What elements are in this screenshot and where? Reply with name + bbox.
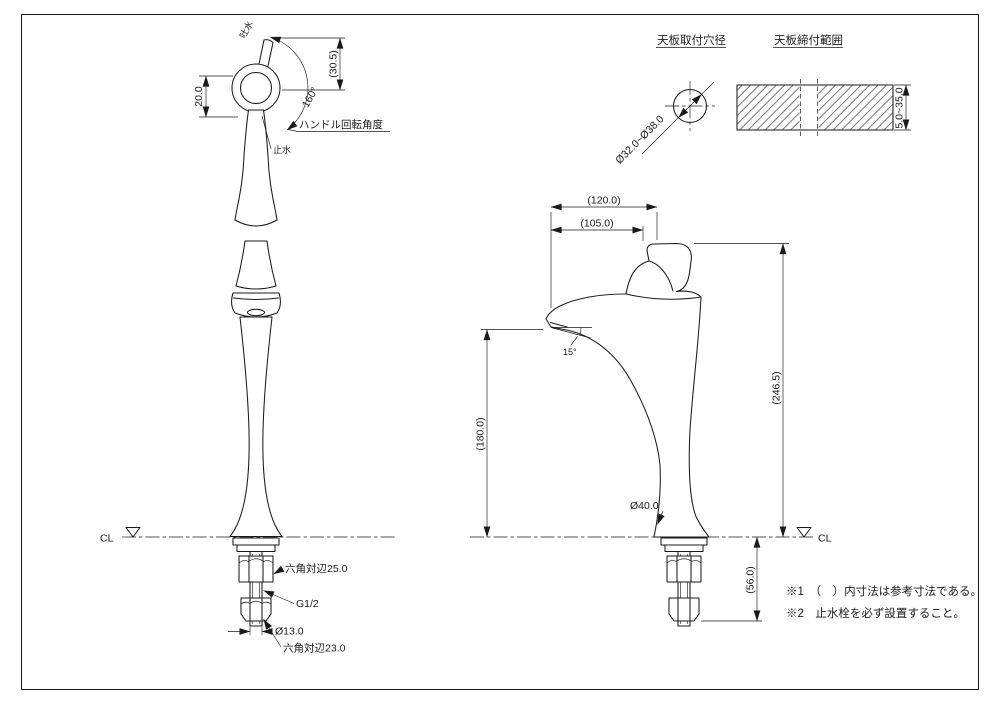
dim-thread-size: G1/2 <box>296 598 319 610</box>
mounting-hole-circle <box>672 88 708 124</box>
notes: ※1 （ ）内寸法は参考寸法である。 ※2 止水栓を必ず設置すること。 <box>786 584 982 620</box>
rotation-arc <box>269 36 309 131</box>
body-top-seam <box>625 293 702 300</box>
dim-thickness-range: 5.0~35.0 <box>894 87 906 128</box>
note-1: ※1 （ ）内寸法は参考寸法である。 <box>786 584 982 598</box>
dim-hole-diameter-range: Ø32.0~Ø38.0 <box>613 113 666 166</box>
mounting-shaft-side <box>660 537 708 627</box>
dimension-base-diameter: Ø40.0 <box>630 500 665 525</box>
base-flange <box>660 537 708 546</box>
diameter-arrow <box>678 105 691 118</box>
leader-line <box>263 590 295 604</box>
dim-rotation-angle: 160° <box>300 85 321 110</box>
sheet-border <box>20 13 980 691</box>
mounting-shaft <box>232 537 280 627</box>
hex-facets <box>249 597 263 622</box>
handle-detail-view: 20.0 (30.5) 160° ハンドル回転角度 吐水 止水 <box>193 19 390 227</box>
dim-handle-top-clearance: (30.5) <box>328 50 340 77</box>
dimension-reach-overall: (120.0) <box>550 195 658 308</box>
dim-height-overall: (246.5) <box>771 371 783 404</box>
dimension-spout-height: (180.0) <box>475 329 543 538</box>
hex-nut-upper <box>238 555 274 583</box>
clamp-detail-title: 天板締付範囲 <box>774 33 843 47</box>
hex-facets <box>676 555 692 583</box>
datum-triangle <box>125 526 141 538</box>
handle-rotation-label: ハンドル回転角度 <box>299 118 383 131</box>
dim-below-deck: (56.0) <box>745 566 757 593</box>
spout-angle-annotation: 15° <box>550 327 592 357</box>
dim-reach-spout: (105.0) <box>580 218 613 230</box>
base-gasket <box>664 544 704 553</box>
dimension-below-deck: (56.0) <box>701 536 762 622</box>
leader-line <box>273 565 285 575</box>
hex-facets <box>248 555 264 583</box>
hex-nut-lower <box>668 597 700 622</box>
hex-nut-upper <box>666 555 702 583</box>
faucet-body-outline <box>545 242 710 538</box>
spout-upper-body <box>235 240 277 290</box>
dimension-line <box>641 81 715 155</box>
spout-collar <box>231 292 281 318</box>
extension-line <box>249 627 263 635</box>
dim-handle-height: 20.0 <box>193 86 205 107</box>
spout-mouth-line <box>549 321 568 328</box>
spout-outlet-front <box>246 308 266 317</box>
clamp-detail-view: 天板締付範囲 5.0~35.0 <box>736 33 911 136</box>
leader-line <box>261 115 272 150</box>
dim-shaft-diameter: Ø13.0 <box>275 626 304 638</box>
counter-section-hatch <box>737 85 800 130</box>
angle-lines <box>550 327 592 339</box>
hole-detail-view: 天板取付穴径 Ø32.0~Ø38.0 <box>613 33 726 167</box>
clamp-range-lines <box>800 79 818 136</box>
leader-line <box>263 618 282 648</box>
body-column <box>229 316 283 538</box>
dim-base-diameter: Ø40.0 <box>630 500 659 512</box>
hex-facets <box>677 597 691 622</box>
handle-neck <box>234 109 278 227</box>
base-flange <box>232 537 280 546</box>
handle-ring-outer <box>231 63 281 113</box>
shaft-annotations: 六角対辺25.0 G1/2 Ø13.0 六角対辺23.0 <box>228 562 348 655</box>
leader-line <box>570 336 578 346</box>
note-2: ※2 止水栓を必ず設置すること。 <box>786 606 965 620</box>
centerline-label: CL <box>818 533 832 545</box>
dim-reach-overall: (120.0) <box>587 195 620 207</box>
leader-line <box>287 129 299 132</box>
diameter-arrow <box>689 94 702 107</box>
centerline-label: CL <box>100 533 114 545</box>
hole-detail-title: 天板取付穴径 <box>657 33 726 47</box>
collar-seam <box>232 297 280 301</box>
handle-joint-seam <box>648 260 674 292</box>
leader-line <box>657 510 665 525</box>
side-view: CL 15° (120.0) (105.0) <box>470 195 832 627</box>
front-view: CL 六角対辺25.0 G1/2 <box>100 240 396 655</box>
angle-arc <box>579 327 582 336</box>
hex-chamfer <box>238 558 274 564</box>
dim-hex-flats-upper: 六角対辺25.0 <box>285 562 348 575</box>
handle-spout-nub <box>258 39 274 67</box>
dim-spout-angle: 15° <box>563 347 577 357</box>
handle-ring-inner <box>239 71 273 105</box>
hex-chamfer <box>666 558 702 564</box>
dim-hex-flats-lower: 六角対辺23.0 <box>283 642 346 655</box>
counter-section-hatch <box>818 85 893 130</box>
base-gasket <box>236 544 276 553</box>
dimension-handle-height: 20.0 <box>193 75 238 118</box>
dimension-reach-spout: (105.0) <box>550 218 644 241</box>
datum-triangle <box>796 526 812 538</box>
hex-chamfer <box>240 600 272 605</box>
stop-flow-label: 止水 <box>273 144 291 155</box>
dim-spout-height: (180.0) <box>475 417 487 450</box>
counter-section-outline <box>736 84 894 131</box>
dimension-handle-top-clearance: (30.5) <box>276 37 345 91</box>
dimension-height-overall: (246.5) <box>694 243 789 538</box>
spout-flow-label: 吐水 <box>237 19 255 40</box>
